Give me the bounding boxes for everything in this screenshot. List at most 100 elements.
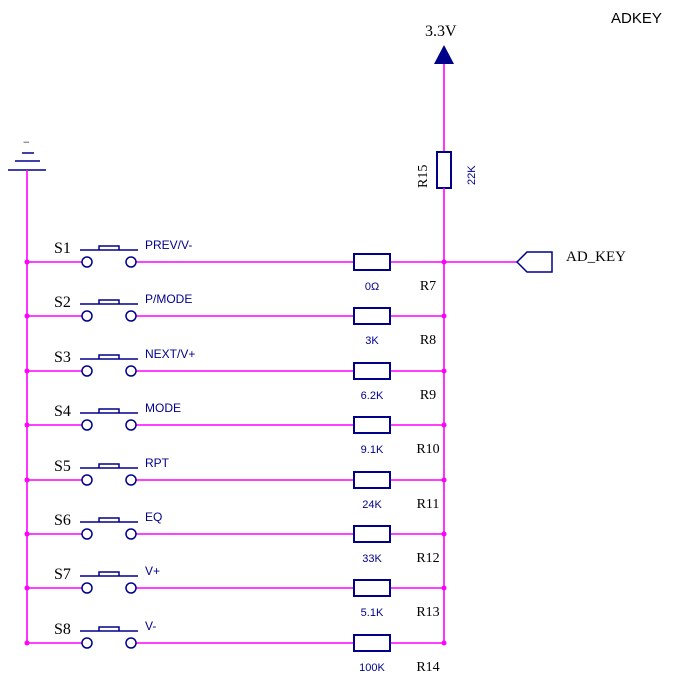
switch-function-label: NEXT/V+: [145, 347, 195, 361]
resistor-ref-label: R11: [417, 497, 440, 512]
switch-function-label: V-: [145, 619, 156, 633]
resistor: [353, 362, 391, 380]
resistor-value-label: 9.1K: [361, 444, 384, 456]
button-row: S4 MODE 9.1K R10: [24, 401, 447, 457]
resistor-ref-label: R10: [416, 442, 439, 457]
junction-dot-right: [441, 477, 447, 483]
switch-actuator: [98, 517, 120, 522]
resistor-ref-label: R14: [416, 660, 439, 675]
switch-label: S7: [54, 566, 71, 583]
switch-function-label: EQ: [145, 510, 162, 524]
ground-symbol: −: [8, 135, 46, 171]
switch-label: S1: [54, 240, 71, 257]
button-row: S7 V+ 5.1K R13: [24, 564, 447, 620]
resistor: [353, 634, 391, 652]
switch-label: S4: [54, 403, 71, 420]
switch-label: S2: [54, 294, 71, 311]
junction-dot-left: [24, 368, 30, 374]
junction-dot-left: [24, 477, 30, 483]
resistor-ref-label: R13: [416, 605, 439, 620]
switch-label: S8: [54, 621, 71, 638]
switch-contact-left: [81, 582, 93, 594]
pullup-ref: R15: [416, 165, 431, 188]
supply-label: 3.3V: [425, 23, 457, 40]
switch-function-label: P/MODE: [145, 292, 192, 306]
switch-function-label: PREV/V-: [145, 238, 192, 252]
button-row: S2 P/MODE 3K R8: [24, 292, 447, 348]
switch-actuator: [98, 245, 120, 250]
resistor: [353, 525, 391, 543]
junction-dot-left: [24, 640, 30, 646]
resistor: [353, 471, 391, 489]
switch-contact-right: [125, 528, 137, 540]
switch-contact-left: [81, 474, 93, 486]
resistor-value-label: 6.2K: [361, 390, 384, 402]
junction-dot-left: [24, 313, 30, 319]
ground-label: −: [23, 135, 30, 149]
switch-contact-right: [125, 365, 137, 377]
resistor-value-label: 24K: [362, 499, 382, 511]
resistor: [353, 416, 391, 434]
switch-contact-left: [81, 256, 93, 268]
junction-dot-left: [24, 531, 30, 537]
junction-dot-right: [441, 368, 447, 374]
resistor-value-label: 3K: [365, 335, 379, 347]
button-row: S8 V- 100K R14: [24, 619, 447, 675]
junction-dot-right: [441, 422, 447, 428]
supply-arrow: [434, 45, 454, 64]
junction-dot-right: [441, 259, 447, 265]
resistor-ref-label: R9: [420, 388, 436, 403]
button-row: S5 RPT 24K R11: [24, 456, 447, 512]
switch-actuator: [98, 626, 120, 631]
button-row: S3 NEXT/V+ 6.2K R9: [24, 347, 447, 403]
switch-contact-left: [81, 637, 93, 649]
junction-dot-left: [24, 259, 30, 265]
switch-contact-left: [81, 419, 93, 431]
resistor-value-label: 100K: [359, 662, 385, 674]
resistor-value-label: 5.1K: [361, 607, 384, 619]
switch-function-label: MODE: [145, 401, 181, 415]
resistor: [353, 579, 391, 597]
resistor: [353, 307, 391, 325]
switch-label: S6: [54, 512, 71, 529]
switch-contact-right: [125, 582, 137, 594]
junction-dot-right: [441, 531, 447, 537]
switch-function-label: RPT: [145, 456, 170, 470]
switch-contact-left: [81, 365, 93, 377]
switch-contact-right: [125, 474, 137, 486]
switch-label: S5: [54, 458, 71, 475]
switch-actuator: [98, 299, 120, 304]
switch-label: S3: [54, 349, 71, 366]
resistor-ref-label: R8: [420, 333, 436, 348]
resistor-value-label: 33K: [362, 553, 382, 565]
button-row: S6 EQ 33K R12: [24, 510, 447, 566]
switch-contact-right: [125, 310, 137, 322]
resistor-ref-label: R7: [420, 279, 436, 294]
junction-dot-right: [441, 313, 447, 319]
switch-actuator: [98, 408, 120, 413]
resistor-ref-label: R12: [416, 551, 439, 566]
junction-dot-right: [441, 640, 447, 646]
junction-dot-left: [24, 585, 30, 591]
switch-contact-right: [125, 419, 137, 431]
switch-contact-left: [81, 528, 93, 540]
ad-key-port: [515, 251, 553, 273]
resistor-value-label: 0Ω: [365, 281, 379, 293]
pullup-resistor-r15: [436, 151, 452, 189]
ad-key-label: AD_KEY: [566, 249, 626, 265]
junction-dot-left: [24, 422, 30, 428]
switch-contact-right: [125, 637, 137, 649]
switch-function-label: V+: [145, 564, 160, 578]
switch-actuator: [98, 571, 120, 576]
button-row: S1 PREV/V- 0Ω R7: [24, 238, 447, 294]
switch-contact-left: [81, 310, 93, 322]
pullup-value: 22K: [466, 165, 478, 185]
resistor: [353, 253, 391, 271]
diagram-title: ADKEY: [611, 10, 662, 27]
junction-dot-right: [441, 585, 447, 591]
switch-contact-right: [125, 256, 137, 268]
switch-actuator: [98, 463, 120, 468]
switch-actuator: [98, 354, 120, 359]
